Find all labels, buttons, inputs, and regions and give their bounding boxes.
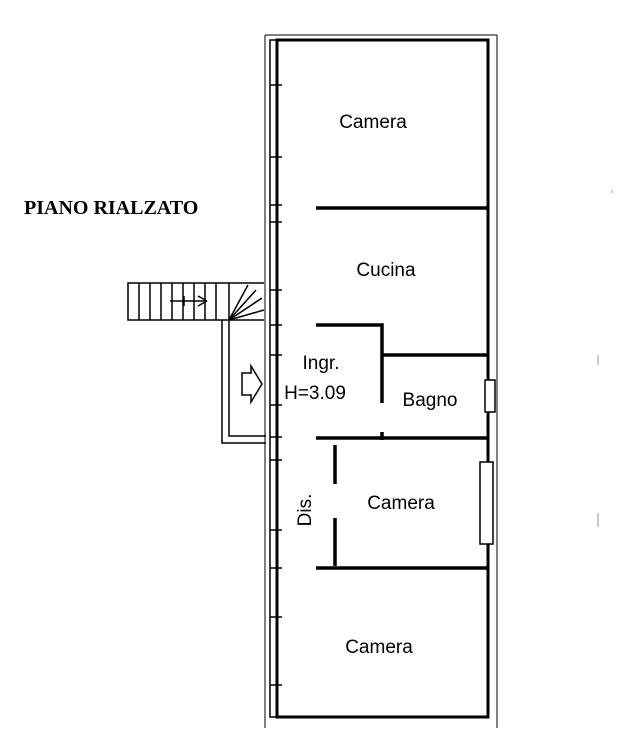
boundary-lines [264,34,498,728]
room-label-camera-bottom: Camera [345,637,413,658]
exterior-walls [269,38,490,719]
right-window [479,379,496,545]
scan-marks [597,190,613,527]
room-label-camera-top: Camera [339,112,407,133]
room-label-cucina: Cucina [356,260,416,281]
room-label-ingresso: Ingr. [303,353,340,374]
entrance-stair [127,282,266,444]
room-label-camera-middle: Camera [367,493,435,514]
room-label-disimpegno: Dis. [295,494,316,527]
room-label-bagno: Bagno [403,390,458,411]
facade-openings [270,84,282,686]
entrance-arrow-icon [241,363,263,405]
interior-walls [316,206,488,570]
room-height-label: H=3.09 [284,383,346,404]
plan-title: PIANO RIALZATO [24,197,198,219]
